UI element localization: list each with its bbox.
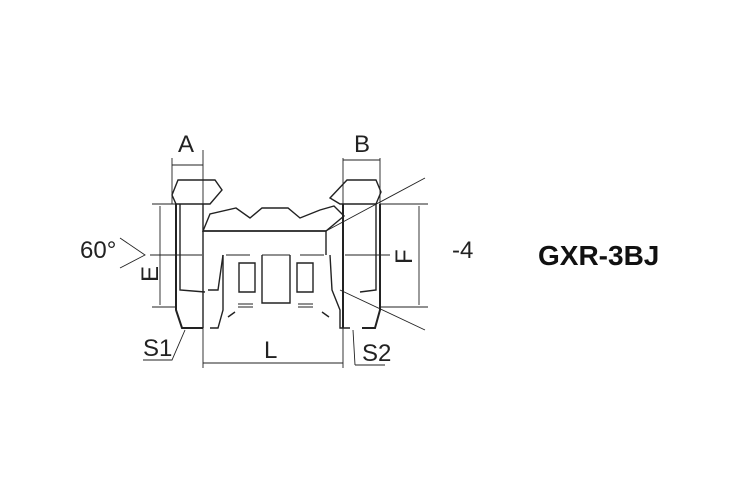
dimension-l-label: L bbox=[264, 337, 277, 364]
dimension-s1-label: S1 bbox=[143, 335, 172, 362]
stray-mark: -4 bbox=[452, 237, 473, 264]
dimension-a-label: A bbox=[178, 131, 194, 158]
angle-label: 60° bbox=[80, 237, 116, 264]
part-number-title: GXR-3BJ bbox=[538, 240, 659, 271]
dimension-s2-label: S2 bbox=[362, 340, 391, 367]
dimension-b-label: B bbox=[354, 131, 370, 158]
dimension-f-label: F bbox=[391, 249, 418, 264]
construction-lines bbox=[119, 150, 428, 368]
dimension-e-label: E bbox=[137, 266, 164, 282]
